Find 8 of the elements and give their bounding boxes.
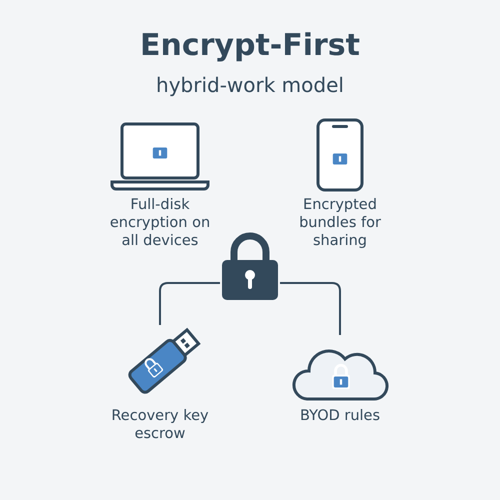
subtitle: hybrid-work model <box>155 73 345 97</box>
connector-line <box>280 282 341 335</box>
connector-line <box>159 282 220 325</box>
caption-text: BYOD rules <box>298 407 382 425</box>
caption-text: Encrypted bundles for sharing <box>298 196 382 250</box>
title: Encrypt-First <box>138 28 362 63</box>
caption-text: Full-disk encryption on all devices <box>108 196 212 250</box>
caption-text: Recovery key escrow <box>110 407 210 443</box>
